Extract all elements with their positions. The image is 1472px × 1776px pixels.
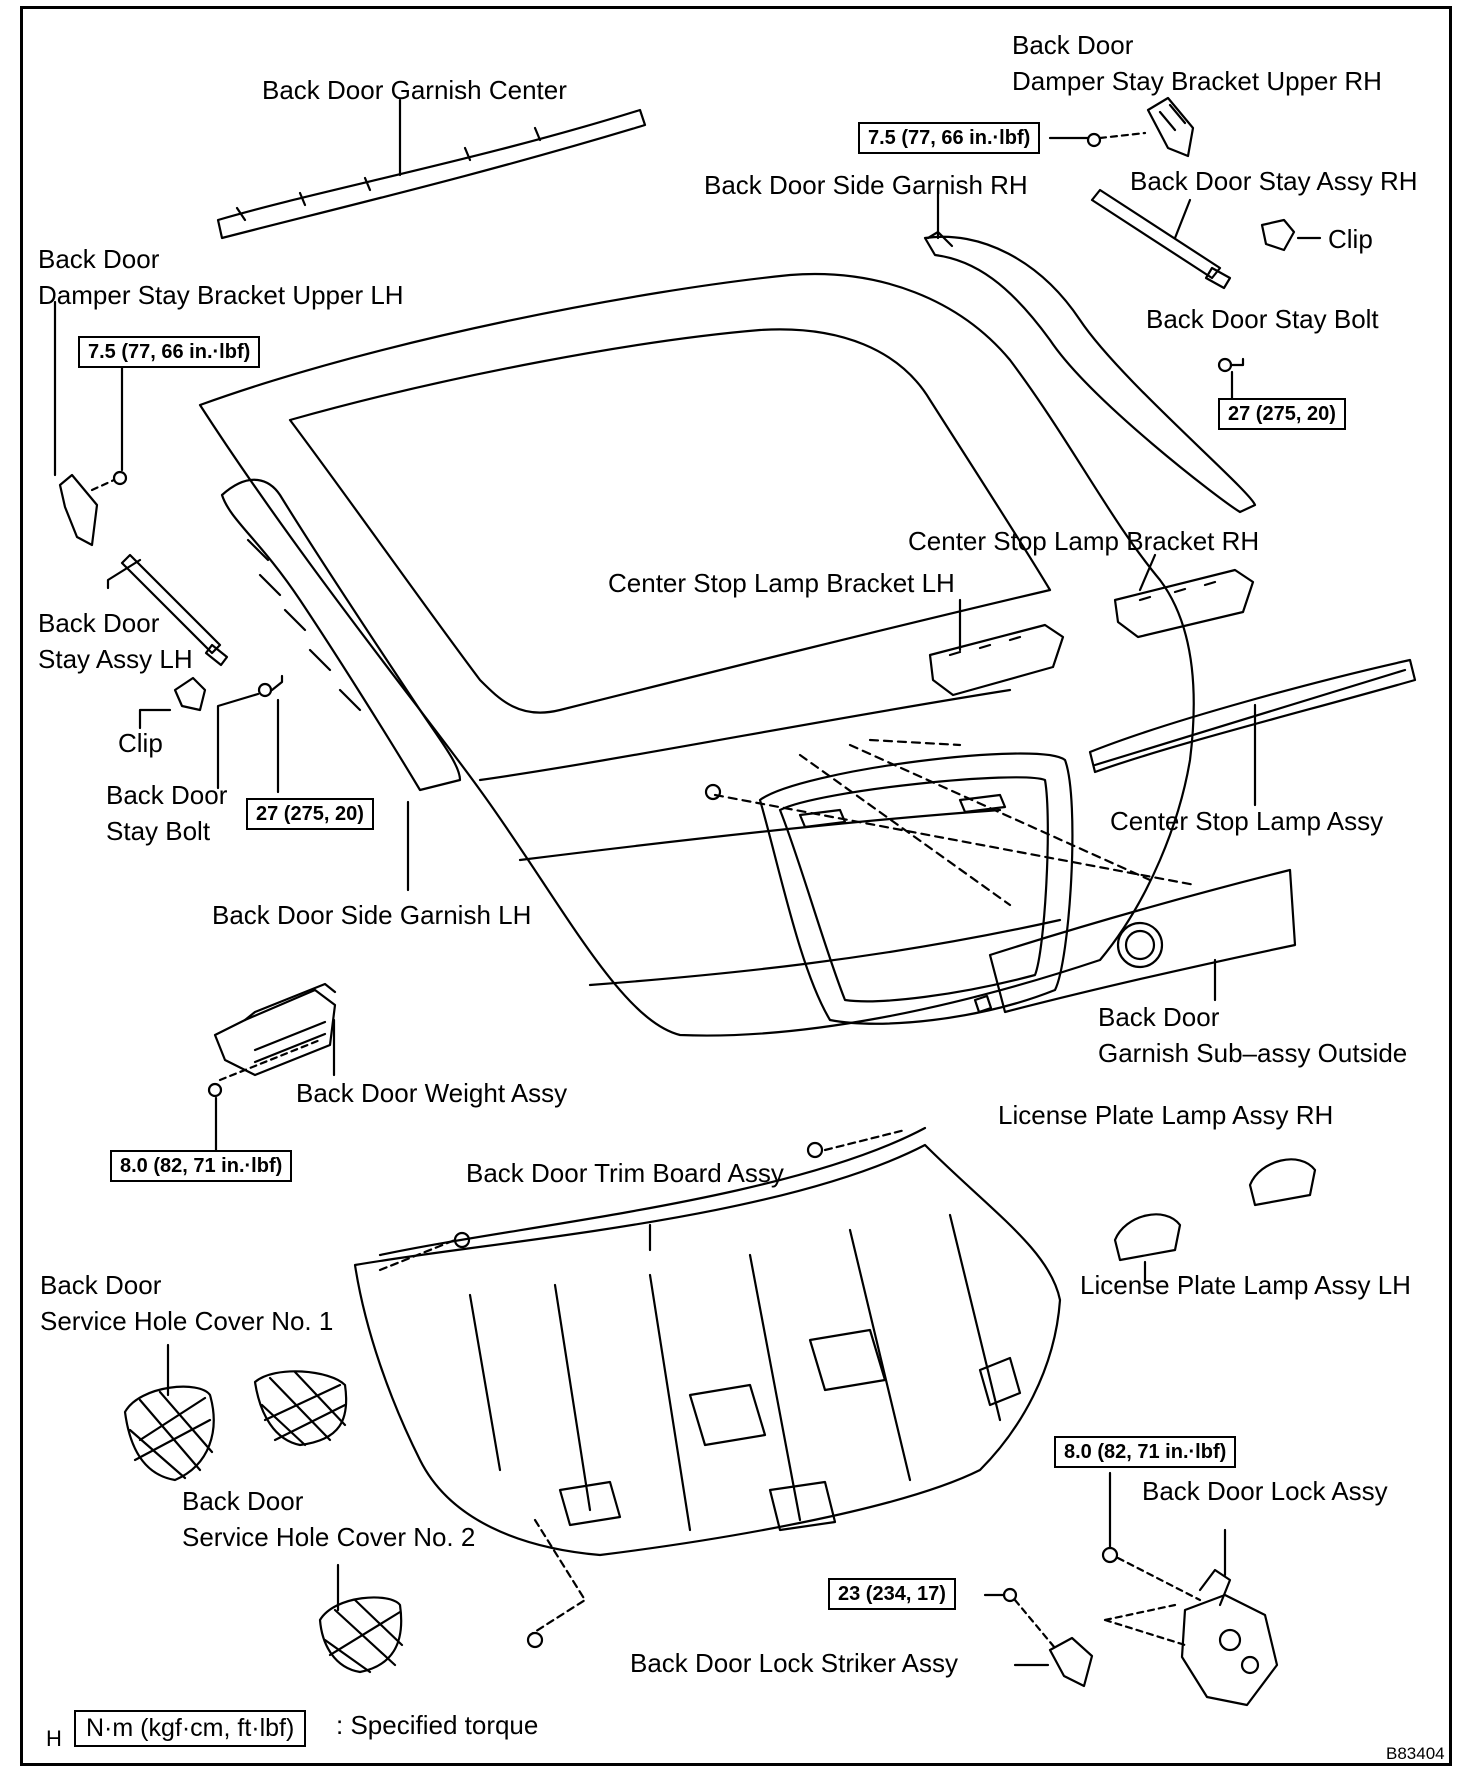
license-lamp-lh-part [1113, 1213, 1182, 1262]
label-service1-line2: Service Hole Cover No. 1 [40, 1306, 334, 1336]
license-lamp-rh-part [1248, 1158, 1317, 1207]
torque-striker: 23 (234, 17) [828, 1578, 956, 1610]
damper-bracket-rh-part [1086, 96, 1195, 158]
damper-bracket-lh-part [58, 470, 128, 547]
stay-rh-part [1090, 188, 1232, 290]
label-service1-line1: Back Door [40, 1270, 162, 1300]
label-stay-lh-line1: Back Door [38, 608, 160, 638]
label-damper-rh-line1: Back Door [1012, 30, 1134, 60]
label-side-garnish-rh: Back Door Side Garnish RH [704, 170, 1028, 200]
lamp-bracket-rh-part [1113, 568, 1255, 639]
label-side-garnish-lh: Back Door Side Garnish LH [212, 900, 532, 930]
stay-bolt-lh-part [257, 674, 284, 698]
label-license-lamp-lh: License Plate Lamp Assy LH [1080, 1270, 1411, 1300]
label-damper-lh-line1: Back Door [38, 244, 160, 274]
trim-board-part [353, 1126, 1062, 1557]
label-stay-bolt-lh-line2: Stay Bolt [106, 816, 211, 846]
torque-damper-lh: 7.5 (77, 66 in.·lbf) [78, 336, 261, 368]
label-license-lamp-rh: License Plate Lamp Assy RH [998, 1100, 1334, 1130]
torque-weight: 8.0 (82, 71 in.·lbf) [110, 1150, 293, 1182]
label-lamp-bracket-lh: Center Stop Lamp Bracket LH [608, 568, 955, 598]
label-damper-lh-line2: Damper Stay Bracket Upper LH [38, 280, 404, 310]
label-weight: Back Door Weight Assy [296, 1078, 568, 1108]
label-service2-line2: Service Hole Cover No. 2 [182, 1522, 476, 1552]
label-garnish-outside-line1: Back Door [1098, 1002, 1220, 1032]
label-garnish-outside-line2: Garnish Sub–assy Outside [1098, 1038, 1408, 1068]
label-trim-board: Back Door Trim Board Assy [466, 1158, 784, 1188]
label-lock: Back Door Lock Assy [1142, 1476, 1388, 1506]
clip-rh-part [1260, 218, 1296, 252]
label-stay-bolt-lh-line1: Back Door [106, 780, 228, 810]
torque-lock: 8.0 (82, 71 in.·lbf) [1054, 1436, 1237, 1468]
label-stay-rh: Back Door Stay Assy RH [1130, 166, 1418, 196]
torque-stay-bolt-lh: 27 (275, 20) [246, 798, 374, 830]
label-stay-lh-line2: Stay Assy LH [38, 644, 193, 674]
stay-bolt-rh-part [1217, 357, 1245, 373]
legend-units-box: N·m (kgf·cm, ft·lbf) [74, 1710, 307, 1747]
label-striker: Back Door Lock Striker Assy [630, 1648, 958, 1678]
label-garnish-center: Back Door Garnish Center [262, 75, 567, 105]
label-damper-rh-line2: Damper Stay Bracket Upper RH [1012, 66, 1382, 96]
label-center-stop-lamp: Center Stop Lamp Assy [1110, 806, 1384, 836]
lamp-bracket-lh-part [928, 623, 1065, 697]
service-hole-cover-1a-part [123, 1385, 215, 1482]
center-stop-lamp-part [1088, 658, 1417, 774]
diagram-frame [20, 6, 1452, 1766]
label-clip-lh: Clip [118, 728, 163, 758]
service-hole-cover-1b-part [253, 1370, 348, 1447]
label-lamp-bracket-rh: Center Stop Lamp Bracket RH [908, 526, 1260, 556]
service-hole-cover-2-part [318, 1596, 404, 1674]
clip-lh-part [173, 676, 207, 712]
back-door-panel [198, 273, 1195, 1037]
figure-code: B83404 [1386, 1744, 1445, 1763]
label-clip-rh: Clip [1328, 224, 1373, 254]
stay-lh-part [120, 553, 229, 667]
garnish-outside-part [973, 868, 1297, 1014]
side-garnish-lh-part [220, 478, 462, 792]
garnish-center-part [216, 108, 647, 240]
label-stay-bolt-rh: Back Door Stay Bolt [1146, 304, 1379, 334]
torque-damper-rh: 7.5 (77, 66 in.·lbf) [858, 122, 1041, 154]
weight-part [207, 982, 337, 1098]
label-service2-line1: Back Door [182, 1486, 304, 1516]
lock-part [1101, 1546, 1279, 1707]
legend-marker: H [46, 1726, 62, 1751]
torque-stay-bolt-rh: 27 (275, 20) [1218, 398, 1346, 430]
legend-text: : Specified torque [336, 1710, 539, 1740]
